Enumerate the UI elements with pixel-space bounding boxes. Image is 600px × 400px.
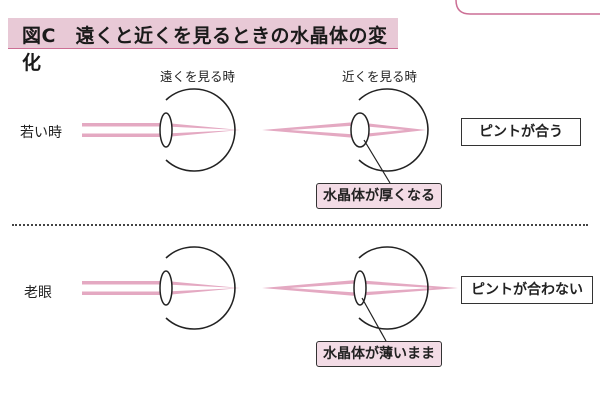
presbyopia-near-eye <box>353 246 429 330</box>
presbyopia-far-eye <box>159 246 236 330</box>
callout-presbyopia: 水晶体が薄いまま <box>316 341 442 367</box>
callout-young: 水晶体が厚くなる <box>316 183 442 209</box>
presbyopia-callout-pointer <box>361 297 387 342</box>
diagram-title: 図C 遠くと近くを見るときの水晶体の変化 <box>22 25 388 74</box>
young-callout-pointer <box>363 139 391 184</box>
result-presbyopia: ピントが合わない <box>461 276 593 304</box>
row-label-young: 若い時 <box>20 125 62 141</box>
row-divider <box>12 224 588 226</box>
column-label-far: 遠くを見る時 <box>160 69 236 84</box>
young-far-eye <box>159 88 236 172</box>
young-near-rays <box>262 122 426 138</box>
column-label-near: 近くを見る時 <box>342 69 418 84</box>
title-banner: 図C 遠くと近くを見るときの水晶体の変化 <box>8 18 398 74</box>
row-label-presbyopia: 老眼 <box>24 285 52 301</box>
young-near-eye <box>350 88 429 172</box>
result-young: ピントが合う <box>461 118 581 146</box>
corner-decoration <box>455 0 600 15</box>
